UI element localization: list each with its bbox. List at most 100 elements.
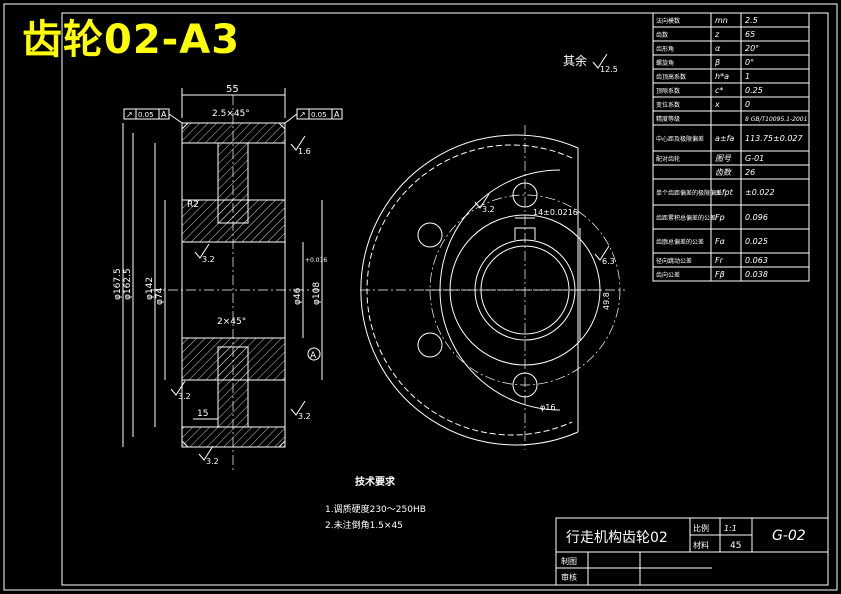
param-symbol: c* xyxy=(715,86,723,95)
lightening-hole-0 xyxy=(512,182,538,208)
gtol-value: 0.05 xyxy=(138,111,154,119)
param-name: 螺旋角 xyxy=(656,59,674,67)
lightening-hole-1 xyxy=(417,222,443,248)
param-name: 径向跳动公差 xyxy=(656,257,692,265)
dim-fillet: R2 xyxy=(187,200,199,210)
param-name: 顶隙系数 xyxy=(656,87,680,95)
dim-chamfer-top: 2.5×45° xyxy=(212,109,250,119)
param-value: 0° xyxy=(745,58,754,67)
rim-bottom-section xyxy=(181,426,286,448)
param-symbol: Fβ xyxy=(715,270,725,279)
chamfer-br xyxy=(278,440,286,448)
roughness-top-value: 1.6 xyxy=(298,147,311,156)
chamfer-tl xyxy=(181,122,189,130)
param-value: 0 xyxy=(745,100,750,109)
param-symbol: z xyxy=(714,30,720,39)
param-value: 0.25 xyxy=(745,86,763,95)
dim-bore-diameter: φ46 xyxy=(293,287,303,305)
drawing-number: G-02 xyxy=(772,528,806,544)
gtol-datum: A xyxy=(161,110,167,119)
part-name: 行走机构齿轮02 xyxy=(566,530,668,546)
dim-bore-tol-upper: +0.016 xyxy=(305,257,327,264)
param-value-cell xyxy=(740,266,810,282)
checked-label: 审核 xyxy=(561,572,577,582)
dim-pitch-diameter: φ162.5 xyxy=(123,268,133,300)
param-symbol: 图号 xyxy=(715,154,732,163)
param-value: G-01 xyxy=(745,154,764,163)
front-roughness-2-value: 6.3 xyxy=(602,257,615,266)
param-value: 0.025 xyxy=(745,237,768,246)
dim-hub-outer-diameter: φ108 xyxy=(312,282,322,305)
dim-rim-diameter: φ142 xyxy=(145,277,155,300)
param-value-cell xyxy=(740,68,810,84)
param-name: 齿向公差 xyxy=(656,271,680,279)
front-roughness-1-value: 3.2 xyxy=(482,205,495,214)
param-value: 1 xyxy=(745,72,750,81)
leader xyxy=(284,113,298,124)
param-value-cell xyxy=(740,96,810,112)
param-name: 中心距及极限偏差 xyxy=(656,135,704,143)
param-value: 20° xyxy=(745,44,759,53)
dim-hub-diameter: φ74 xyxy=(155,287,165,305)
gear-tip-arc xyxy=(360,134,579,446)
datum-label: A xyxy=(310,351,317,361)
param-value: 0.038 xyxy=(745,270,768,279)
lightening-hole-2 xyxy=(417,332,443,358)
rim-top-section xyxy=(181,122,286,144)
chamfer-bl xyxy=(181,440,189,448)
datum-circle xyxy=(307,347,321,361)
front-roughness-1 xyxy=(474,193,490,209)
param-name: 齿顶高系数 xyxy=(656,73,686,81)
surface-note-symbol-value: 12.5 xyxy=(600,65,618,74)
keyway xyxy=(514,227,536,240)
param-symbol: Fp xyxy=(715,213,725,222)
gtol-value: 0.05 xyxy=(311,111,327,119)
gtol-symbol: ↗ xyxy=(299,110,306,119)
roughness-right-value: 3.2 xyxy=(298,412,311,421)
param-symbol: Fr xyxy=(715,256,724,265)
param-name: 齿数 xyxy=(656,31,668,39)
dim-chamfer-bottom: 2×45° xyxy=(217,317,246,327)
gtol-symbol: ↗ xyxy=(126,110,133,119)
tech-req-item: 2.未注倒角1.5×45 xyxy=(325,519,403,531)
roughness-left-value: 3.2 xyxy=(178,392,191,401)
roughness-mid xyxy=(194,243,210,259)
param-symbol: x xyxy=(714,100,720,109)
material-value: 45 xyxy=(730,541,741,551)
roughness-bottom-value: 3.2 xyxy=(206,457,219,466)
tech-req-item: 1.调质硬度230～250HB xyxy=(325,503,426,515)
drawn-label: 制图 xyxy=(561,556,577,566)
surface-note-symbol xyxy=(592,53,608,69)
dim-web-width: 15 xyxy=(197,409,208,419)
param-symbol: Fα xyxy=(715,237,726,246)
param-name: 配对齿轮 xyxy=(656,155,680,163)
param-value: 0.063 xyxy=(745,256,768,265)
roughness-left xyxy=(170,380,186,396)
tech-req-heading: 技术要求 xyxy=(355,475,396,488)
dim-keyway-width: 14±0.0216 xyxy=(533,208,578,217)
material-label: 材料 xyxy=(693,540,709,550)
param-name: 齿廓总偏差的公差 xyxy=(656,238,704,246)
hub-bottom-section xyxy=(181,337,286,381)
param-symbol: α xyxy=(715,44,721,53)
param-name: 单个齿距偏差的极限偏差 xyxy=(656,189,722,197)
scale-label: 比例 xyxy=(693,523,709,533)
scale-value: 1:1 xyxy=(724,524,737,533)
roughness-mid-value: 3.2 xyxy=(202,255,215,264)
param-symbol: mn xyxy=(715,16,728,25)
gear-root-arc xyxy=(366,144,573,436)
param-symbol: β xyxy=(714,58,720,67)
param-symbol-cell xyxy=(710,110,742,126)
param-name: 齿距累积总偏差的公差 xyxy=(656,214,716,222)
param-value: ±0.022 xyxy=(745,188,775,197)
param-value: 113.75±0.027 xyxy=(745,134,804,143)
param-value: 26 xyxy=(745,168,755,177)
gtol-datum: A xyxy=(334,110,340,119)
section-outline xyxy=(181,122,286,448)
param-symbol: ±fpt xyxy=(715,188,734,197)
front-roughness-2 xyxy=(594,245,610,261)
param-name: 精度等级 xyxy=(656,115,680,123)
param-value: 2.5 xyxy=(745,16,758,25)
dim-keyway-depth: 49.8 xyxy=(602,292,611,310)
